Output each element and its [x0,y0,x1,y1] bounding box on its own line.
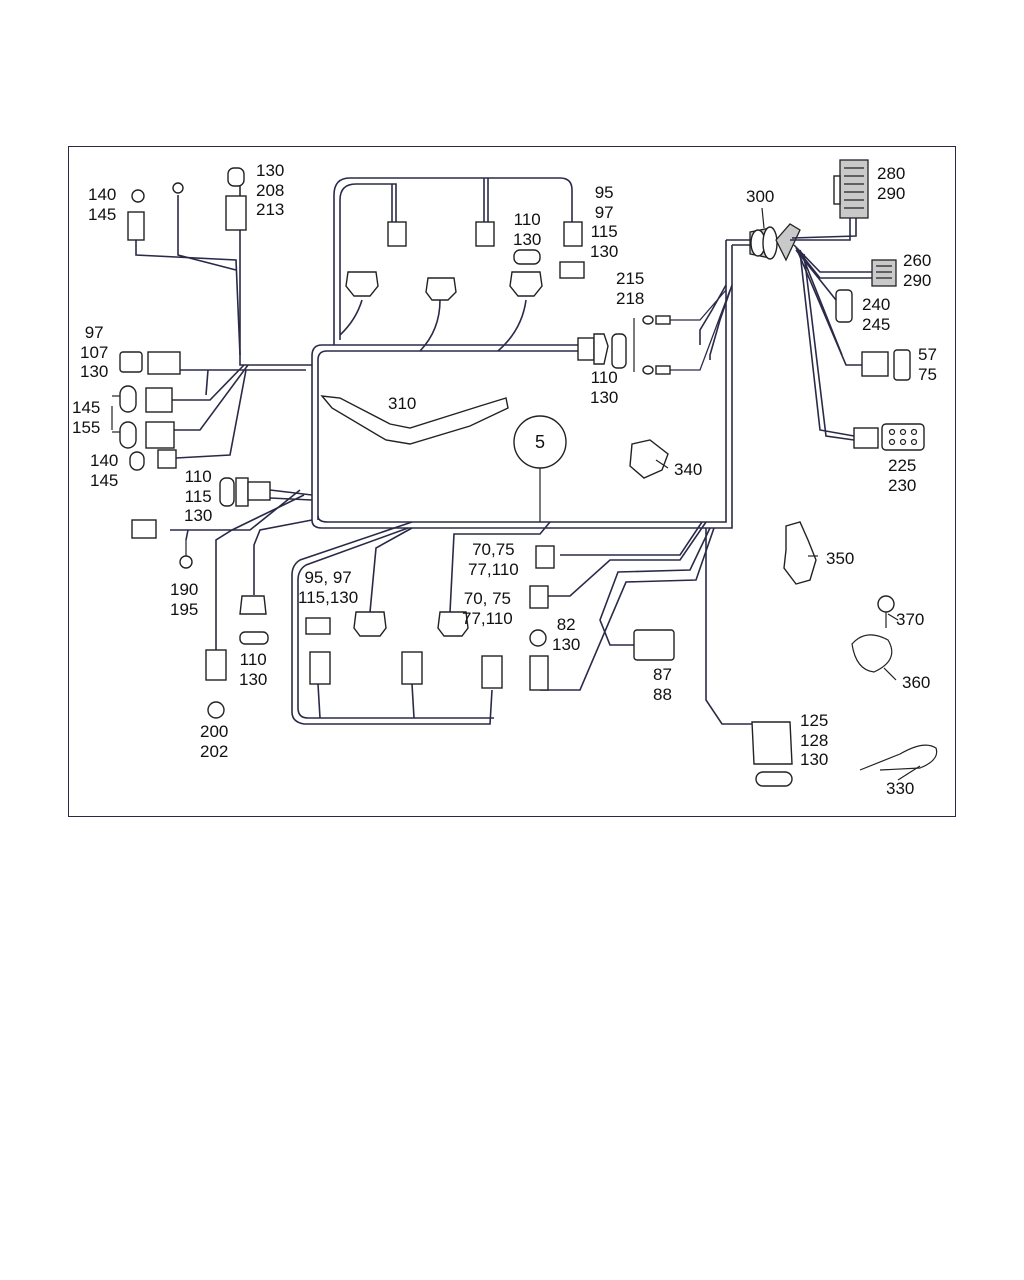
label-95-97-115-130-top: 95 97 115 130 [590,183,619,261]
sensor-215-218 [633,315,671,375]
label-125-128-130: 125 128 130 [800,711,829,769]
label-95-97-115-130-low: 95, 97 115,130 [298,568,359,607]
label-310: 310 [388,394,417,413]
harness-310 [320,395,509,445]
label-330: 330 [886,779,915,798]
connector-280-290 [833,159,869,219]
clamp-360 [851,634,893,673]
label-280-290: 280 290 [877,164,906,203]
label-260-290: 260 290 [903,251,932,290]
label-110-130-low: 110 130 [239,650,268,689]
label-70-75-77-110-a: 70,75 77,110 [468,540,519,579]
connector-110-130-mid [577,333,627,369]
leader-lines [111,207,921,781]
label-130-208-213: 130 208 213 [256,161,285,219]
label-340: 340 [674,460,703,479]
connector-260-290 [871,259,897,287]
label-110-130-mid: 110 130 [590,368,619,407]
grommet-300 [749,175,872,441]
label-110-130-top: 110 130 [513,210,542,249]
top-connectors [345,221,585,301]
diagram-frame [68,146,956,817]
label-145-155: 145 155 [72,398,101,437]
label-360: 360 [902,673,931,692]
connector-57-75 [861,349,911,381]
label-70-75-77-110-b: 70, 75 77,110 [462,589,513,628]
left-connectors [119,167,271,719]
connector-225-230 [853,423,925,451]
label-370: 370 [896,610,925,629]
callout-circle-text: 5 [535,432,545,452]
cable-tie-330 [859,744,938,771]
clip-350 [783,521,817,585]
label-110-115-130: 110 115 130 [184,467,213,525]
main-harness [135,170,752,725]
label-87-88: 87 88 [653,665,672,704]
screw-370 [877,595,895,628]
label-350: 350 [826,549,855,568]
connector-240-245 [835,289,853,323]
bracket-340 [629,439,669,479]
label-300: 300 [746,187,775,206]
label-140-145-mid: 140 145 [90,451,119,490]
label-200-202: 200 202 [200,722,229,761]
label-215-218: 215 218 [616,269,645,308]
label-82-130: 82 130 [552,615,581,654]
label-225-230: 225 230 [888,456,917,495]
label-190-195: 190 195 [170,580,199,619]
callout-circle-5: 5 [513,415,567,522]
bottom-connectors [305,545,793,787]
label-97-107-130: 97 107 130 [80,323,109,381]
label-57-75: 57 75 [918,345,937,384]
label-140-145-top: 140 145 [88,185,117,224]
label-240-245: 240 245 [862,295,891,334]
